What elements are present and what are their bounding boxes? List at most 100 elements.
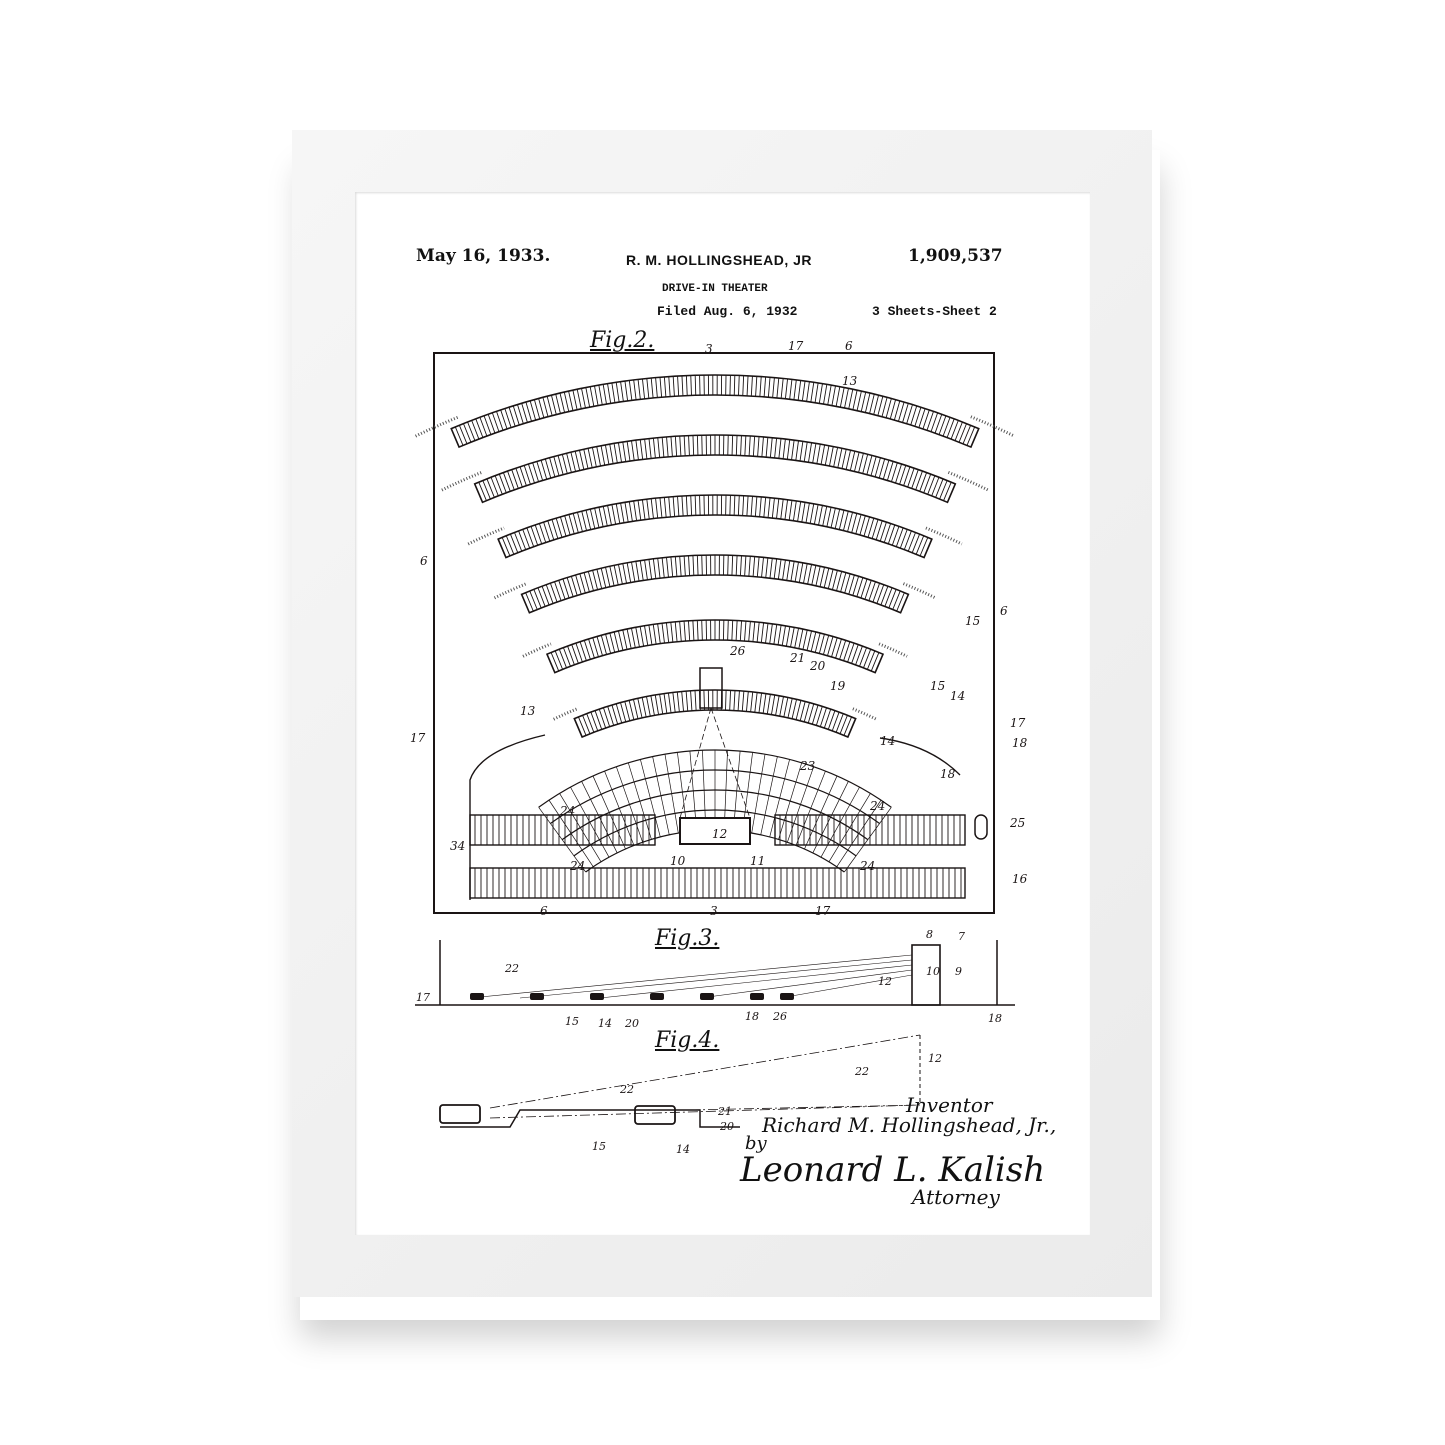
reference-numeral: 24 — [559, 804, 575, 818]
embankment — [493, 582, 528, 600]
fig3-car — [590, 993, 604, 1000]
fig4-ramp — [440, 1109, 740, 1128]
reference-numeral: 22 — [504, 962, 519, 975]
reference-numeral: 11 — [750, 854, 765, 868]
parking-stalls — [454, 375, 976, 446]
reference-numeral: 25 — [1009, 816, 1025, 830]
patent-number: 1,909,537 — [908, 246, 1003, 266]
parking-stalls — [525, 555, 905, 612]
reference-numeral: 3 — [710, 904, 718, 918]
reference-numeral: 14 — [598, 1017, 612, 1030]
parking-stalls — [550, 620, 880, 672]
fig4-label: Fig.4. — [655, 1028, 720, 1053]
screen-structure — [679, 817, 751, 845]
embankment — [852, 707, 877, 721]
reference-numeral: 14 — [880, 734, 895, 748]
reference-numeral: 26 — [729, 644, 746, 658]
front-parking-row-left — [469, 814, 656, 846]
parking-ramp-row — [520, 554, 910, 614]
fig4-car — [634, 1105, 676, 1125]
sheet-count: 3 Sheets-Sheet 2 — [872, 304, 997, 319]
entry-road — [469, 734, 961, 900]
reference-numeral: 18 — [745, 1010, 759, 1023]
parking-ramp-row — [473, 434, 957, 504]
reference-numeral: 19 — [830, 679, 846, 693]
front-parking-row-right-stalls — [779, 815, 961, 845]
reference-numeral: 10 — [670, 854, 686, 868]
parking-stalls — [501, 495, 929, 557]
inventor-name: Richard M. Hollingshead, Jr., — [762, 1113, 1057, 1137]
embankment — [902, 582, 937, 600]
reference-numeral: 24 — [859, 859, 875, 873]
reference-numeral: 12 — [878, 975, 892, 988]
reference-numeral: 17 — [788, 339, 804, 353]
reference-numeral: 17 — [410, 731, 426, 745]
reference-numeral: 13 — [842, 374, 858, 388]
reference-numeral: 15 — [930, 679, 945, 693]
rear-parking-row — [469, 867, 966, 899]
reference-numeral: 18 — [940, 767, 956, 781]
fig3-car — [750, 993, 764, 1000]
rear-parking-row-stalls — [474, 868, 962, 898]
reference-numeral: 22 — [619, 1083, 634, 1096]
parking-ramp-row — [573, 689, 857, 739]
reference-numeral: 12 — [712, 827, 727, 841]
seating-rows — [538, 750, 892, 873]
reference-numeral: 17 — [815, 904, 831, 918]
reference-numeral: 20 — [719, 1120, 734, 1133]
reference-numeral: 26 — [772, 1010, 787, 1023]
patent-print — [355, 192, 1090, 1235]
embankment — [553, 707, 578, 721]
embankment — [925, 526, 963, 546]
embankment — [878, 642, 908, 658]
reference-numeral: 6 — [540, 904, 548, 918]
parking-ramp-row — [450, 374, 980, 449]
embankment — [947, 470, 989, 492]
reference-numeral: 20 — [624, 1017, 639, 1030]
fig3-car — [780, 993, 794, 1000]
reference-numeral: 34 — [450, 839, 465, 853]
inventor-short: R. M. HOLLINGSHEAD, JR — [626, 252, 813, 268]
reference-numeral: 17 — [1010, 716, 1026, 730]
lot-boundary — [433, 352, 995, 914]
reference-numeral: 8 — [926, 928, 933, 941]
embankment — [467, 526, 505, 546]
parking-stalls — [478, 435, 952, 501]
reference-numeral: 21 — [789, 651, 805, 665]
attorney-label: Attorney — [912, 1185, 1000, 1209]
parking-ramp-row — [497, 494, 933, 559]
reference-numeral: 18 — [1012, 736, 1028, 750]
reference-numeral: 23 — [799, 759, 816, 773]
reference-numeral: 21 — [717, 1105, 732, 1118]
embankment — [414, 415, 460, 438]
fig4-car — [439, 1104, 481, 1124]
reference-numeral: 6 — [420, 554, 428, 568]
reference-numeral: 22 — [854, 1065, 869, 1078]
patent-date: May 16, 1933. — [416, 246, 551, 266]
reference-numeral: 15 — [565, 1015, 579, 1028]
projection-beam — [679, 707, 751, 819]
fig3-car — [650, 993, 664, 1000]
reference-numeral: 6 — [1000, 604, 1008, 618]
by-label: by — [745, 1133, 767, 1154]
reference-numeral: 17 — [416, 991, 430, 1004]
reference-numeral: 24 — [869, 799, 885, 813]
reference-numeral: 9 — [955, 965, 962, 978]
front-parking-row-left-stalls — [474, 815, 650, 845]
reference-numeral: 10 — [926, 965, 940, 978]
reference-numeral: 20 — [809, 659, 826, 673]
reference-numeral: 6 — [845, 339, 853, 353]
fig3-car — [470, 993, 484, 1000]
reference-numeral: 15 — [965, 614, 980, 628]
embankment — [522, 642, 552, 658]
attorney-signature: Leonard L. Kalish — [740, 1150, 1046, 1190]
ticket-booth — [974, 814, 988, 840]
reference-numeral: 14 — [950, 689, 965, 703]
fig3-label: Fig.3. — [655, 926, 720, 951]
fig4-sight-lines — [489, 1034, 921, 1119]
reference-numeral: 16 — [1012, 872, 1028, 886]
inventor-label: Inventor — [906, 1093, 993, 1117]
fig3-car — [530, 993, 544, 1000]
reference-numeral: 24 — [569, 859, 585, 873]
embankment — [441, 470, 483, 492]
